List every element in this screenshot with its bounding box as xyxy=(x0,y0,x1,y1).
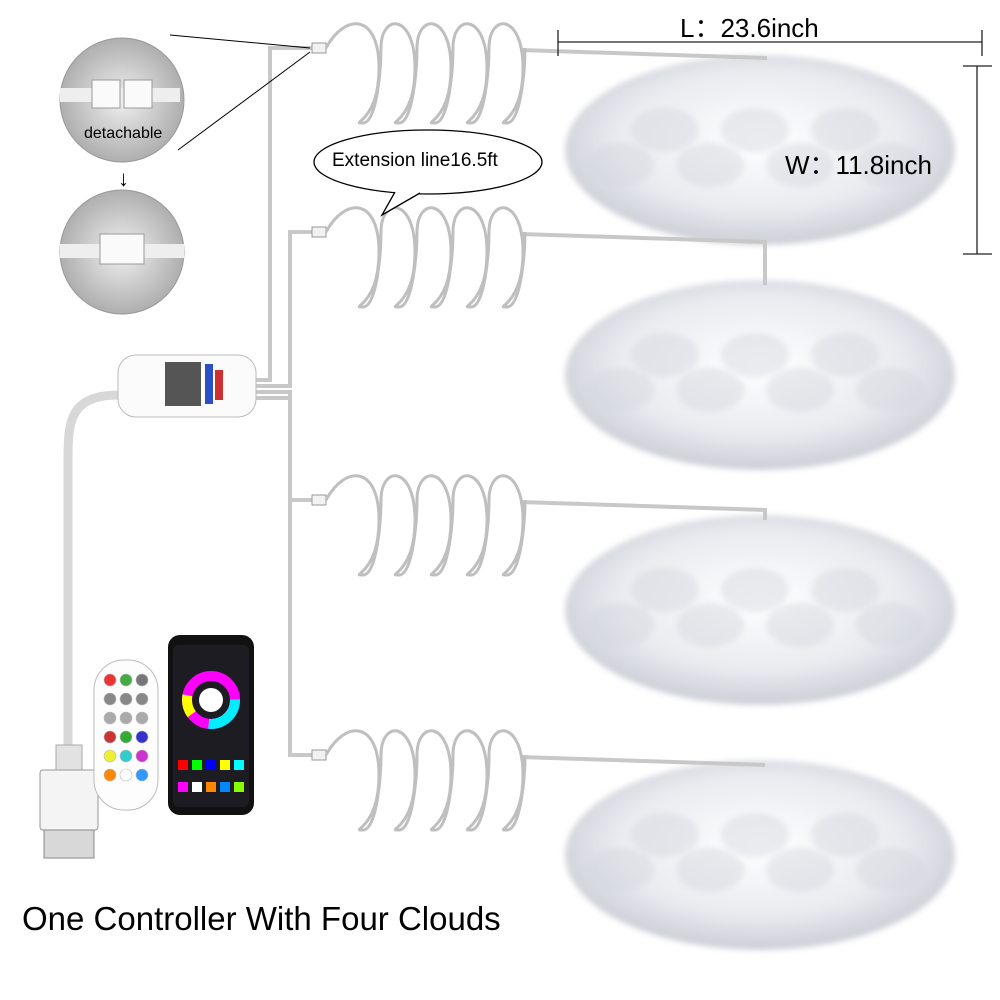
color-swatch xyxy=(192,782,202,792)
remote-button xyxy=(103,768,117,782)
connector-inset-attached xyxy=(59,189,185,315)
wire xyxy=(255,390,320,502)
wire xyxy=(519,755,766,767)
connector-inset-detached xyxy=(59,34,311,163)
remote-button xyxy=(135,673,149,687)
remote-button xyxy=(103,711,117,725)
wire xyxy=(519,48,767,60)
connector-plug xyxy=(311,494,327,506)
coiled-extension-cable xyxy=(324,206,527,309)
length-label: L：23.6inch xyxy=(680,13,819,43)
wire xyxy=(255,396,320,757)
remote-button xyxy=(135,730,149,744)
coiled-extension-cable xyxy=(324,474,527,577)
coiled-extension-cable xyxy=(324,22,527,125)
remote-button xyxy=(119,711,133,725)
wire xyxy=(255,230,320,388)
color-swatch xyxy=(206,782,216,792)
color-swatch xyxy=(220,782,230,792)
remote-button xyxy=(103,692,117,706)
cloud-lamp xyxy=(565,280,955,470)
remote-button xyxy=(119,692,133,706)
bluetooth-controller xyxy=(63,354,257,745)
wire xyxy=(519,232,767,285)
remote-button xyxy=(135,749,149,763)
color-swatch xyxy=(192,760,202,770)
color-swatch xyxy=(220,760,230,770)
remote-button xyxy=(103,749,117,763)
coiled-extension-cable xyxy=(324,729,527,832)
remote-button xyxy=(135,768,149,782)
remote-button xyxy=(103,673,117,687)
length-dimension-line xyxy=(557,30,983,56)
remote-button xyxy=(119,749,133,763)
remote-button xyxy=(135,692,149,706)
connector-plug xyxy=(311,226,327,238)
color-swatch xyxy=(206,760,216,770)
wire xyxy=(255,46,320,382)
remote-button xyxy=(119,673,133,687)
remote-button xyxy=(119,768,133,782)
usb-plug xyxy=(39,744,99,859)
width-dimension-line xyxy=(963,65,992,255)
cloud-lamp xyxy=(565,55,955,245)
detachable-label: detachable xyxy=(84,125,163,142)
smartphone-app xyxy=(168,635,254,815)
remote-button xyxy=(135,711,149,725)
width-label: W：11.8inch xyxy=(785,150,932,180)
down-arrow-icon: ↓ xyxy=(118,166,129,191)
color-swatch xyxy=(178,782,188,792)
connector-plug xyxy=(311,42,327,54)
cloud-lamp xyxy=(565,760,955,950)
color-swatch xyxy=(234,760,244,770)
remote-button xyxy=(103,730,117,744)
connector-plug xyxy=(311,749,327,761)
ir-remote xyxy=(93,659,159,811)
callout-bubble xyxy=(313,129,543,217)
remote-button xyxy=(119,730,133,744)
color-swatch xyxy=(234,782,244,792)
extension-line-label: Extension line16.5ft xyxy=(332,150,498,171)
cloud-lamp xyxy=(565,515,955,705)
wire xyxy=(519,500,767,520)
color-swatch xyxy=(178,760,188,770)
caption: One Controller With Four Clouds xyxy=(22,900,501,937)
